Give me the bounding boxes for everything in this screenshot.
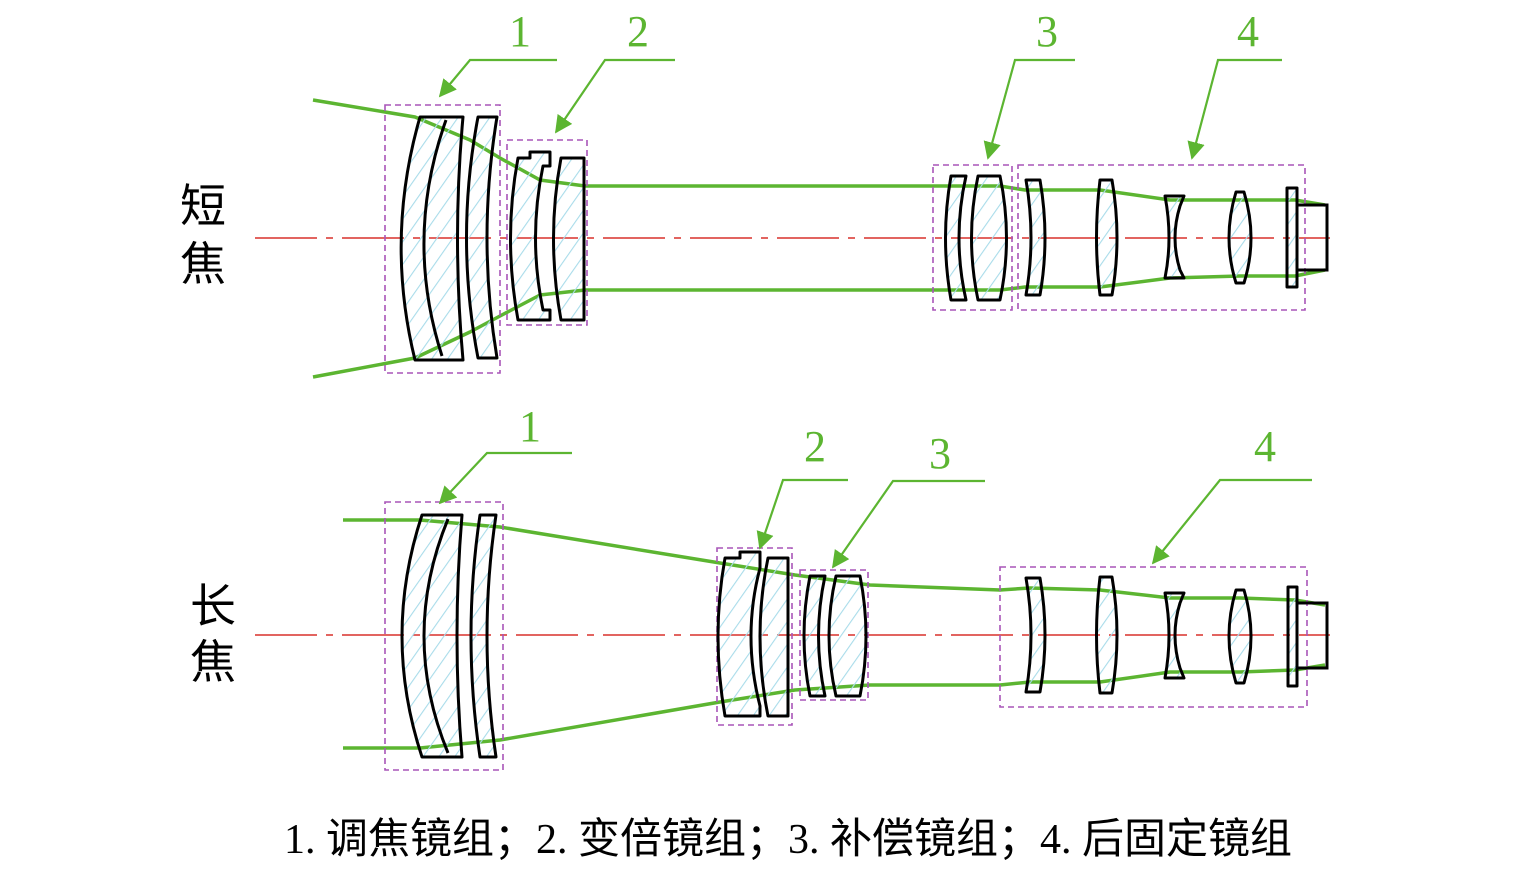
short-focus-variator-group (506, 139, 588, 326)
long-focus-label-char-2: 焦 (190, 635, 236, 689)
diagram-caption: 1. 调焦镜组；2. 变倍镜组；3. 补偿镜组；4. 后固定镜组 (284, 816, 1292, 863)
long-focus-group4-lens-1 (1024, 576, 1047, 694)
short-focus-group1-lens-a (399, 115, 465, 362)
long-focus-group-number-1: 1 (519, 402, 541, 451)
short-focus-label-char-2: 焦 (180, 237, 226, 291)
long-focus-group3-lens-a (802, 574, 827, 698)
long-focus-group1-lens-a (400, 513, 464, 759)
short-focus-group1-lens-b (465, 115, 499, 360)
long-focus-group2-lens-a (716, 550, 762, 718)
long-focus-group4-lens-3 (1163, 591, 1186, 680)
long-focus-focusing-group (384, 501, 504, 771)
short-focus-group3-lens-a (944, 174, 968, 302)
long-focus-variator-group (716, 547, 793, 726)
short-focus-group-number-2: 2 (627, 7, 649, 56)
short-focus-focusing-group (384, 104, 501, 374)
long-focus-group4-lens-2 (1095, 575, 1119, 695)
short-focus-group1-cemented-surface (422, 119, 448, 357)
long-focus-group-number-4: 4 (1254, 422, 1276, 471)
long-focus-compensator-group (799, 569, 869, 701)
long-focus-leader-2 (756, 478, 848, 550)
long-focus-group4-box (999, 566, 1308, 708)
short-focus-group2-lens-a (509, 150, 552, 322)
short-focus-diagram: 短 焦 (180, 7, 1330, 379)
short-focus-group4-lens-2 (1095, 178, 1119, 297)
short-focus-group1-box (384, 104, 501, 374)
short-focus-group4-lens-3 (1163, 194, 1186, 280)
long-focus-group1-cemented-surface (422, 518, 450, 754)
long-focus-group1-box (384, 501, 504, 771)
short-focus-group-number-1: 1 (509, 7, 531, 56)
long-focus-group3-lens-b (827, 574, 868, 698)
short-focus-group3-box (932, 164, 1013, 311)
short-focus-group4-box (1017, 164, 1306, 311)
short-focus-leader-4 (1187, 58, 1282, 160)
long-focus-leader-1 (438, 451, 572, 505)
short-focus-leader-2 (555, 58, 675, 134)
short-focus-label-char-1: 短 (180, 179, 226, 233)
long-focus-leader-4 (1151, 478, 1312, 565)
long-focus-diagram: 长 焦 (190, 402, 1330, 771)
short-focus-group3-lens-b (970, 174, 1008, 302)
short-focus-leader-3 (983, 58, 1075, 160)
long-focus-group3-box (799, 569, 869, 701)
short-focus-compensator-group (932, 164, 1013, 311)
short-focus-group-number-3: 3 (1036, 7, 1058, 56)
short-focus-rear-fixed-group (1017, 164, 1329, 311)
long-focus-group1-lens-b (469, 513, 498, 759)
long-focus-group4-lens-4 (1227, 588, 1253, 685)
long-focus-label-char-1: 长 (190, 579, 236, 633)
short-focus-group2-box (506, 139, 588, 326)
short-focus-lower-ray (312, 268, 1326, 379)
long-focus-image-plane (1295, 601, 1329, 670)
short-focus-upper-ray (312, 98, 1326, 207)
short-focus-group-number-4: 4 (1237, 7, 1259, 56)
short-focus-image-plane (1295, 203, 1329, 272)
long-focus-group-number-3: 3 (929, 429, 951, 478)
long-focus-leader-3 (831, 479, 985, 569)
short-focus-leader-1 (438, 58, 557, 98)
short-focus-group4-lens-1 (1024, 178, 1047, 297)
short-focus-group4-lens-4 (1227, 190, 1253, 285)
long-focus-group2-lens-b (758, 556, 790, 718)
long-focus-group-number-2: 2 (804, 422, 826, 471)
short-focus-group2-lens-b (552, 156, 586, 322)
long-focus-rear-fixed-group (999, 566, 1329, 708)
